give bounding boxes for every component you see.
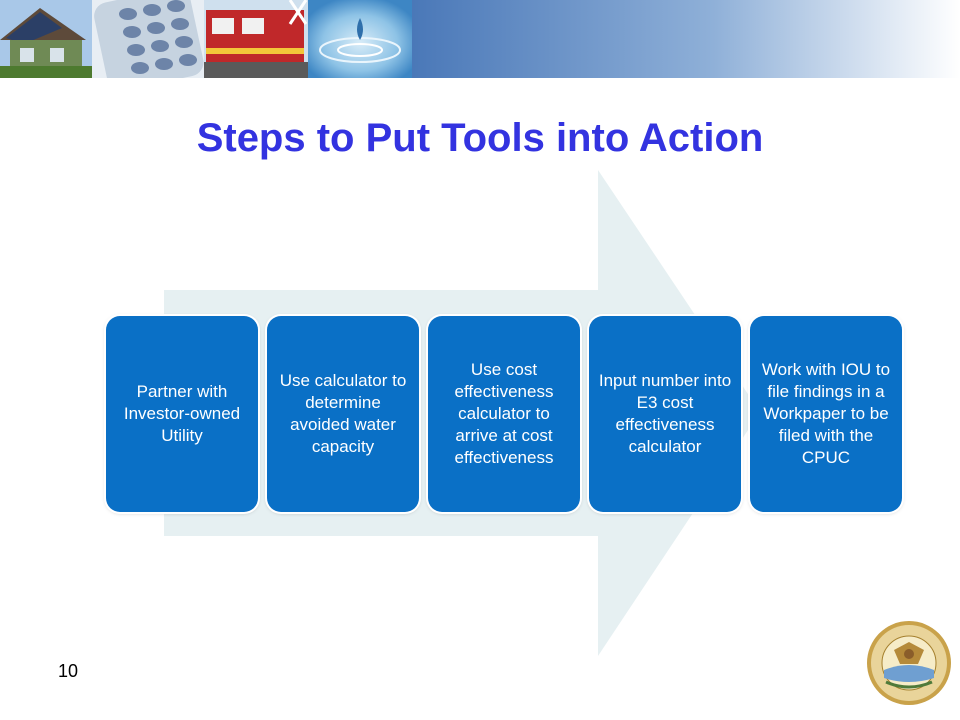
step-box-3: Use cost effectiveness calculator to arr… bbox=[428, 316, 580, 512]
keypad-photo bbox=[92, 0, 204, 78]
page-number: 10 bbox=[58, 661, 79, 681]
train-photo bbox=[204, 0, 308, 78]
step-label: Use calculator to determine avoided wate… bbox=[279, 371, 407, 456]
step-label: Partner with Investor-owned Utility bbox=[123, 382, 241, 445]
step-label: Use cost effectiveness calculator to arr… bbox=[454, 360, 554, 467]
slide-title: Steps to Put Tools into Action bbox=[196, 116, 764, 160]
step-label: Input number into E3 cost effectiveness … bbox=[598, 371, 732, 456]
step-box-5: Work with IOU to file findings in a Work… bbox=[750, 316, 902, 512]
step-box-4: Input number into E3 cost effectiveness … bbox=[589, 316, 741, 512]
step-box-2: Use calculator to determine avoided wate… bbox=[267, 316, 419, 512]
water-drop-photo bbox=[308, 0, 412, 78]
house-solar-photo bbox=[0, 0, 92, 78]
california-puc-seal-icon bbox=[866, 620, 952, 706]
step-box-1: Partner with Investor-owned Utility bbox=[106, 316, 258, 512]
step-label: Work with IOU to file findings in a Work… bbox=[761, 360, 891, 467]
header-banner bbox=[0, 0, 960, 78]
